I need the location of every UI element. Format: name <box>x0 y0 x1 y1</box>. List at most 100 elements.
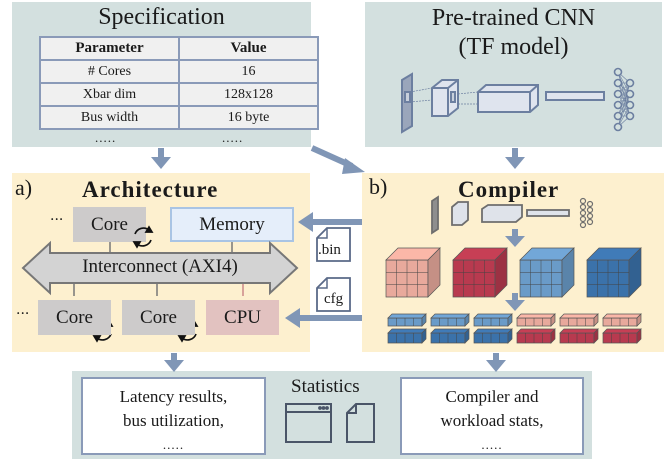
arrow-compiler-internal-1-icon <box>505 229 525 247</box>
bin-file-icon <box>316 227 351 262</box>
core-box-bottom-2[interactable]: Core <box>122 300 195 335</box>
compiler-stats-box: Compiler and workload stats, ..... <box>400 377 584 455</box>
cfg-file-icon <box>316 277 351 312</box>
compiler-title: Compiler <box>458 177 560 202</box>
nn-node <box>613 78 623 88</box>
tensor-tiles <box>385 247 642 344</box>
tile-top-top <box>473 313 513 319</box>
nn-node <box>625 111 635 121</box>
architecture-title: Architecture <box>82 177 219 202</box>
tile-bottom-top <box>473 328 513 334</box>
tile-top-side <box>464 313 470 327</box>
arrow-spec-to-arch-icon <box>151 148 171 169</box>
specification-title: Specification <box>98 4 225 30</box>
tile-top-top <box>559 313 599 319</box>
nn-node <box>625 89 635 99</box>
tile-bottom-top <box>559 328 599 334</box>
statistics-title: Statistics <box>291 376 360 397</box>
cnn-title-line2: (TF model) <box>458 34 569 60</box>
bidirectional-arrow-icon <box>21 240 299 296</box>
header-value: Value <box>178 36 319 61</box>
core-box-bottom-1[interactable]: Core <box>38 300 111 335</box>
compiler-stats-line2: workload stats, <box>440 411 544 430</box>
tile-bottom-top <box>430 328 470 334</box>
table-cell: 128x128 <box>178 82 319 107</box>
arrow-compiler-to-memory-icon <box>298 212 362 232</box>
arrow-cnn-to-compiler-icon <box>505 148 525 169</box>
memory-label: Memory <box>199 213 265 235</box>
tile-bottom-side <box>550 328 556 344</box>
compiler-stats-line1: Compiler and <box>445 387 539 406</box>
table-ellipsis-right: ..... <box>222 130 244 145</box>
statistics-icons <box>285 403 375 443</box>
nn-node <box>613 111 623 121</box>
tile-bottom-side <box>593 328 599 344</box>
cpu-box[interactable]: CPU <box>206 300 279 335</box>
memory-box[interactable]: Memory <box>170 207 294 242</box>
interconnect-label: Interconnect (AXI4) <box>82 256 238 277</box>
tile-bottom-side <box>507 328 513 344</box>
core-label: Core <box>56 306 93 328</box>
tile-top-side <box>421 313 427 327</box>
compiler-label: b) <box>369 174 388 199</box>
tile-top-top <box>387 313 427 319</box>
architecture-label: a) <box>15 175 33 200</box>
cpu-label: CPU <box>224 306 261 328</box>
nn-node <box>625 100 635 110</box>
arch-stats-box: Latency results, bus utilization, ..... <box>81 377 266 455</box>
nn-node <box>613 67 623 77</box>
core-label: Core <box>140 306 177 328</box>
core-ellipsis-top: ··· <box>50 212 64 228</box>
arrow-spec-to-compiler-icon <box>310 145 365 174</box>
table-cell: Xbar dim <box>39 82 180 107</box>
tile-top-side <box>550 313 556 327</box>
tile-top-top <box>430 313 470 319</box>
nn-node <box>613 100 623 110</box>
cnn-title: Pre-trained CNN (TF model) <box>365 4 662 62</box>
arch-stats-line1: Latency results, <box>119 387 228 406</box>
tile-bottom-top <box>602 328 642 334</box>
compiler-stats-ellipsis: ..... <box>481 437 503 452</box>
compiler-cnn-icon <box>431 195 594 235</box>
browser-window-icon <box>285 403 332 443</box>
tile-top-top <box>516 313 556 319</box>
table-cell: Bus width <box>39 105 180 130</box>
table-cell: 16 <box>178 59 319 84</box>
arrow-arch-to-stats-icon <box>164 353 184 372</box>
tile-bottom-top <box>387 328 427 334</box>
header-parameter: Parameter <box>39 36 180 61</box>
arrow-compiler-internal-2-icon <box>505 293 525 311</box>
cnn-panel <box>365 2 662 147</box>
cfg-file-label: cfg <box>324 291 344 307</box>
table-cell: # Cores <box>39 59 180 84</box>
tile-top-side <box>507 313 513 327</box>
document-icon <box>346 403 375 443</box>
table-ellipsis-left: ..... <box>95 130 117 145</box>
table-header-row: Parameter Value <box>39 36 319 61</box>
tile-bottom-top <box>516 328 556 334</box>
nn-node <box>625 78 635 88</box>
core-box-top[interactable]: Core <box>73 207 146 242</box>
tile-top-top <box>602 313 642 319</box>
cnn-title-line1: Pre-trained CNN <box>431 5 596 31</box>
arch-stats-line2: bus utilization, <box>122 411 225 430</box>
table-row: Bus width 16 byte <box>39 105 319 130</box>
arrow-compiler-to-cpu-icon <box>285 308 362 328</box>
tile-top-side <box>593 313 599 327</box>
table-row: Xbar dim 128x128 <box>39 82 319 107</box>
cnn-network-icon <box>401 67 635 134</box>
nn-node <box>613 122 623 132</box>
bin-file-label: .bin <box>318 242 341 258</box>
core-ellipsis-bottom: ··· <box>16 306 30 322</box>
table-row: # Cores 16 <box>39 59 319 84</box>
specification-table: Parameter Value # Cores 16 Xbar dim 128x… <box>39 36 319 130</box>
arch-stats-ellipsis: ..... <box>162 437 185 452</box>
arrow-compiler-to-stats-icon <box>486 353 506 372</box>
tile-bottom-side <box>636 328 642 344</box>
tile-top-side <box>636 313 642 327</box>
table-cell: 16 byte <box>178 105 319 130</box>
tile-bottom-side <box>464 328 470 344</box>
tile-bottom-side <box>421 328 427 344</box>
core-label: Core <box>91 213 128 235</box>
